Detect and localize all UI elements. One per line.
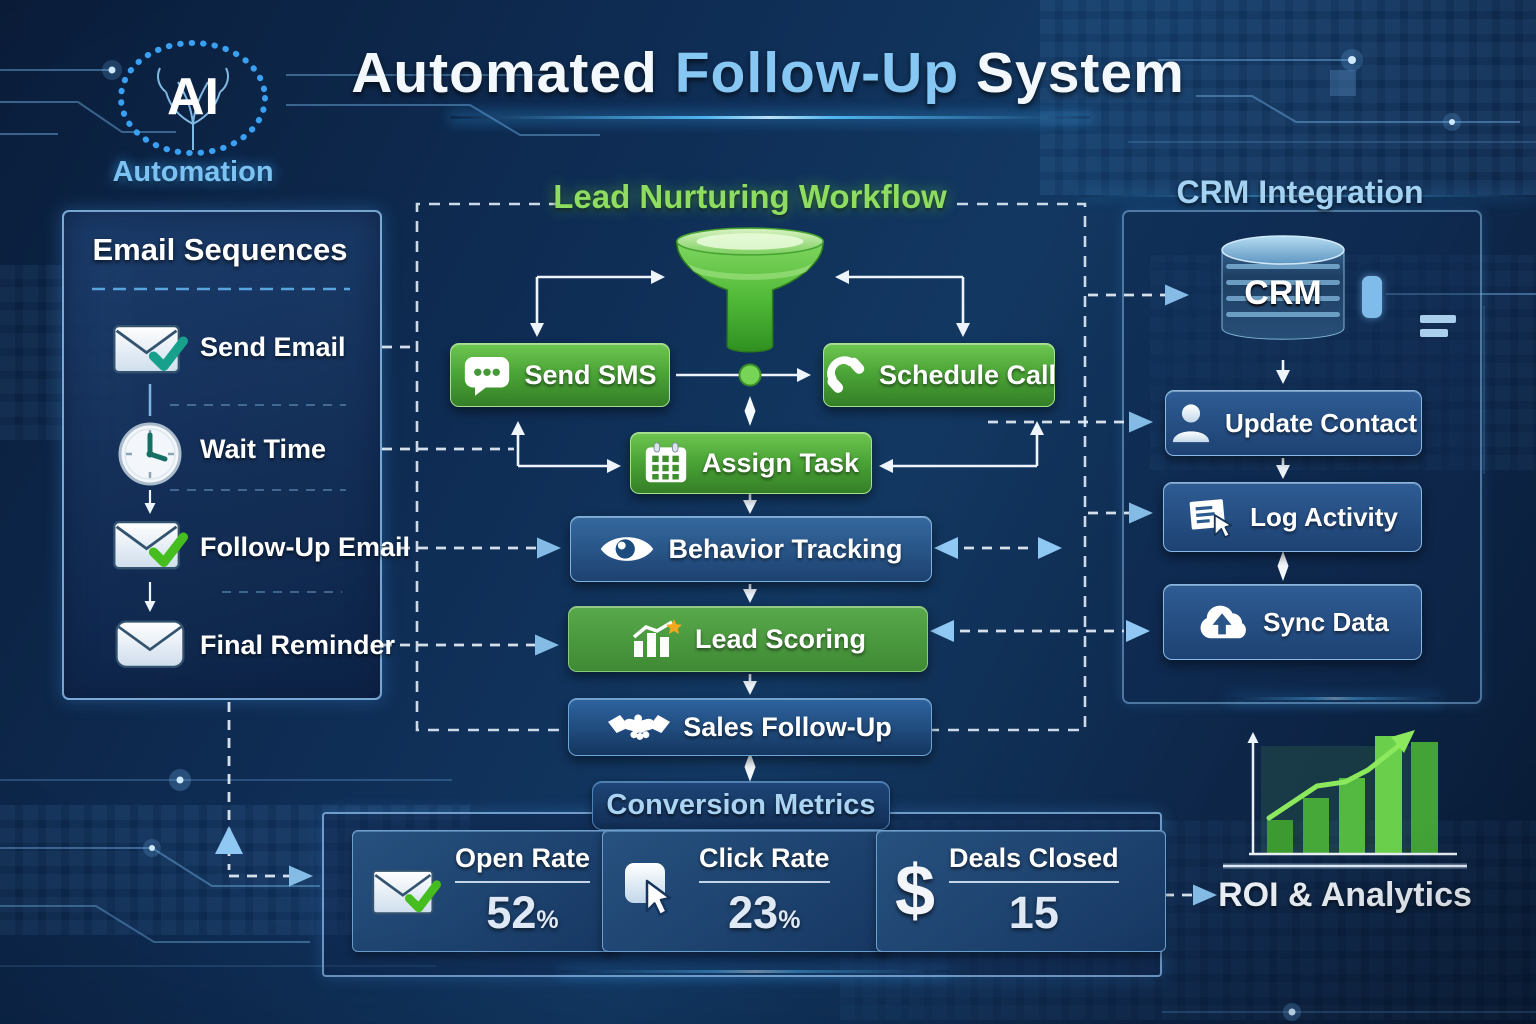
database-icon: CRM bbox=[1221, 235, 1345, 340]
email-item-follow-up-email[interactable]: Follow-Up Email bbox=[200, 532, 411, 562]
equals-decor bbox=[1420, 315, 1456, 323]
node-lead-scoring[interactable]: Lead Scoring bbox=[568, 606, 928, 672]
node-label: Lead Scoring bbox=[694, 623, 867, 654]
email-item-send-email[interactable]: Send Email bbox=[200, 332, 346, 362]
metric-card-click-rate[interactable]: Click Rate 23% bbox=[602, 830, 892, 952]
person-icon bbox=[1170, 402, 1212, 444]
crm-title: CRM Integration bbox=[1176, 174, 1424, 210]
cursor-click-icon bbox=[621, 859, 685, 923]
equals-decor bbox=[1420, 329, 1448, 337]
envelope-icon bbox=[114, 614, 186, 675]
dollar-icon: $ bbox=[895, 851, 936, 931]
cloud-upload-icon bbox=[1196, 602, 1250, 642]
node-label: Assign Task bbox=[701, 447, 860, 478]
metric-card-deals-closed[interactable]: $ Deals Closed 15 bbox=[876, 830, 1166, 952]
logo-caption: Automation bbox=[112, 156, 274, 188]
ai-brain-icon: AI bbox=[118, 40, 268, 156]
svg-text:CRM: CRM bbox=[1244, 274, 1321, 312]
conversion-metrics-title: Conversion Metrics bbox=[606, 789, 876, 821]
clock-icon bbox=[116, 420, 184, 493]
metric-label: Deals Closed bbox=[949, 843, 1119, 883]
roi-analytics-label: ROI & Analytics bbox=[1218, 876, 1472, 914]
bar-chart-star-icon bbox=[630, 617, 682, 661]
email-sequences-panel bbox=[62, 210, 382, 700]
email-item-final-reminder[interactable]: Final Reminder bbox=[200, 630, 396, 660]
title-part-2: Follow-Up bbox=[674, 41, 960, 105]
node-schedule-call[interactable]: Schedule Call bbox=[822, 343, 1057, 407]
page-title: Automated Follow-Up System bbox=[0, 40, 1536, 106]
phone-icon bbox=[822, 353, 866, 397]
node-sales-follow-up[interactable]: Sales Follow-Up bbox=[568, 698, 932, 756]
mosaic-decor bbox=[1040, 0, 1536, 195]
node-update-contact[interactable]: Update Contact bbox=[1165, 390, 1422, 456]
handshake-icon bbox=[608, 708, 671, 746]
sms-bubble-icon bbox=[463, 354, 511, 397]
email-check-teal-icon bbox=[112, 318, 188, 383]
node-label: Behavior Tracking bbox=[668, 533, 903, 564]
workflow-title: Lead Nurturing Workflow bbox=[553, 178, 947, 215]
log-document-icon bbox=[1187, 494, 1237, 540]
metric-label: Open Rate bbox=[455, 843, 591, 883]
email-open-icon bbox=[371, 863, 441, 919]
node-label: Schedule Call bbox=[878, 359, 1057, 390]
funnel-icon bbox=[676, 227, 824, 353]
node-behavior-tracking[interactable]: Behavior Tracking bbox=[570, 516, 932, 582]
email-check-green-icon bbox=[112, 514, 188, 579]
node-label: Send SMS bbox=[524, 359, 657, 390]
node-label: Sync Data bbox=[1263, 606, 1389, 637]
metric-value: 52% bbox=[486, 887, 559, 938]
node-log-activity[interactable]: Log Activity bbox=[1163, 482, 1422, 552]
metric-label: Click Rate bbox=[699, 843, 830, 883]
node-label: Update Contact bbox=[1224, 407, 1418, 438]
email-item-wait-time[interactable]: Wait Time bbox=[200, 434, 327, 464]
calendar-icon bbox=[643, 441, 689, 485]
crm-bottom-glow bbox=[1230, 697, 1440, 700]
email-sequences-title: Email Sequences bbox=[92, 232, 348, 267]
metrics-bottom-glow bbox=[560, 970, 950, 973]
conversion-metrics-banner: Conversion Metrics bbox=[592, 781, 890, 830]
decor-glow bbox=[1080, 195, 1536, 197]
metric-value: 23% bbox=[728, 887, 801, 938]
crm-connector-chip bbox=[1362, 276, 1382, 318]
metric-value: 15 bbox=[1008, 887, 1059, 938]
node-sync-data[interactable]: Sync Data bbox=[1163, 584, 1422, 660]
title-part-1: Automated bbox=[351, 41, 658, 105]
node-assign-task[interactable]: Assign Task bbox=[630, 432, 872, 494]
node-label: Sales Follow-Up bbox=[683, 711, 892, 742]
metric-card-open-rate[interactable]: Open Rate 52% bbox=[352, 830, 618, 952]
eye-icon bbox=[599, 531, 655, 567]
title-underline-glow bbox=[450, 116, 1090, 119]
node-send-sms[interactable]: Send SMS bbox=[450, 343, 670, 407]
svg-text:AI: AI bbox=[167, 68, 219, 126]
growth-chart-icon bbox=[1223, 730, 1467, 869]
node-label: Log Activity bbox=[1250, 501, 1398, 532]
title-part-3: System bbox=[976, 41, 1185, 105]
